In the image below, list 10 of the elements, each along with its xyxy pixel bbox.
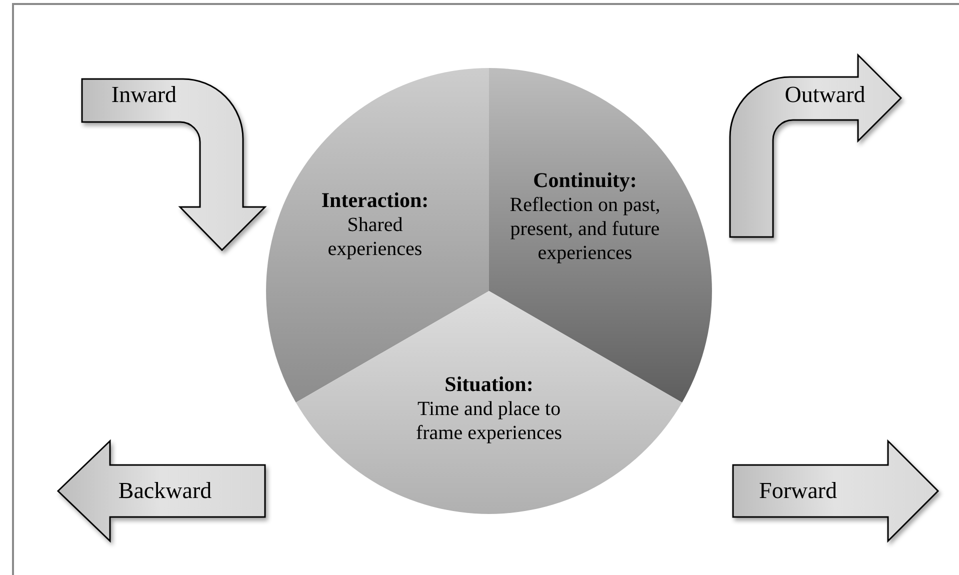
- arrow-label: Inward: [111, 81, 177, 109]
- segment-text: Time and place to frame experiences: [414, 397, 563, 446]
- arrow-label: Outward: [784, 81, 866, 109]
- segment-heading: Situation:: [444, 372, 534, 398]
- segment-heading: Interaction:: [321, 188, 429, 214]
- arrow-label: Backward: [118, 477, 212, 505]
- segment-text: Reflection on past, present, and future experiences: [508, 193, 662, 266]
- arrow-label: Forward: [759, 477, 837, 505]
- segment-heading: Continuity:: [533, 168, 637, 194]
- segment-text: Shared experiences: [326, 213, 424, 262]
